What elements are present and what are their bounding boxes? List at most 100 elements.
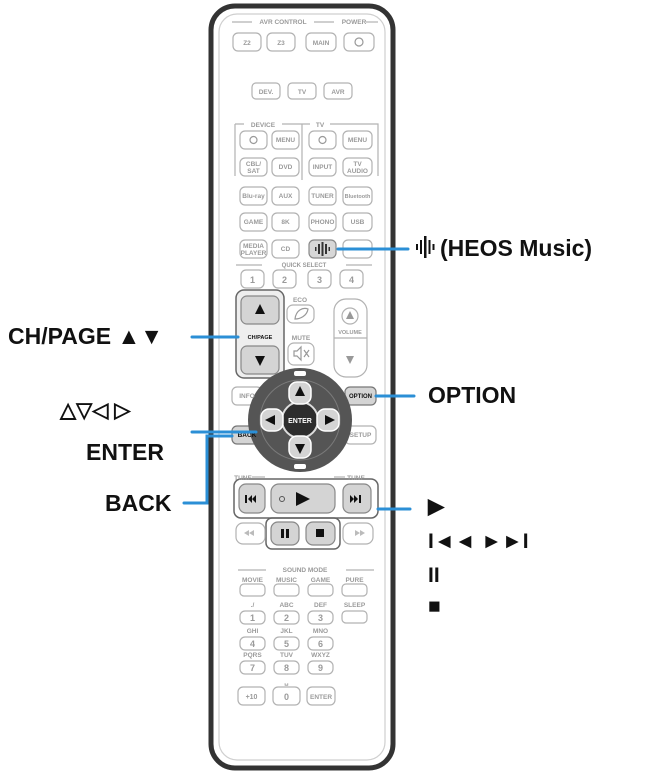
letters-0-label: ␣ bbox=[284, 679, 289, 686]
number-1-button[interactable] bbox=[239, 610, 266, 625]
dev-mode-button[interactable] bbox=[251, 82, 281, 100]
number-9-button[interactable] bbox=[307, 660, 334, 675]
sleep-label: SLEEP bbox=[344, 602, 366, 609]
quick-select-2-button[interactable] bbox=[272, 269, 297, 289]
quick-select-4-button[interactable] bbox=[339, 269, 364, 289]
game-mode-button[interactable] bbox=[307, 583, 334, 597]
pure-button[interactable] bbox=[341, 583, 368, 597]
power-button[interactable] bbox=[343, 32, 375, 52]
game-label: GAME bbox=[244, 219, 264, 226]
8k-button[interactable] bbox=[271, 212, 300, 232]
dvd-label: DVD bbox=[279, 164, 293, 171]
dev-label: DEV. bbox=[259, 89, 274, 96]
menu-label: MENU bbox=[276, 137, 295, 144]
avr-label: AVR bbox=[331, 89, 345, 96]
main-label: MAIN bbox=[313, 40, 330, 47]
menu-button[interactable] bbox=[271, 130, 300, 150]
callout-skip: I◄◄ ►►I bbox=[428, 530, 529, 553]
number-6-button[interactable] bbox=[307, 636, 334, 651]
bluetooth-button[interactable] bbox=[342, 186, 373, 206]
quick-select-3-button[interactable] bbox=[307, 269, 332, 289]
dvd-button[interactable] bbox=[271, 157, 300, 177]
cbl-sat-button[interactable] bbox=[239, 157, 268, 177]
pure-label: PURE bbox=[345, 577, 364, 584]
power-icon bbox=[354, 37, 364, 47]
tv-audio-button[interactable] bbox=[342, 157, 373, 177]
ch-up-arrow bbox=[255, 304, 265, 314]
power-label: POWER bbox=[342, 19, 367, 26]
back-callout-line bbox=[182, 434, 234, 505]
setup-label: SETUP bbox=[350, 432, 372, 439]
plus10-button[interactable] bbox=[237, 686, 266, 706]
pause-button[interactable] bbox=[270, 521, 300, 546]
letters-8-label: TUV bbox=[280, 652, 294, 659]
back-label: BACK bbox=[238, 432, 257, 439]
number-8-button[interactable] bbox=[273, 660, 300, 675]
letters-3-label: DEF bbox=[314, 602, 327, 609]
tv-menu-label: MENU bbox=[348, 137, 367, 144]
number-2-label: 2 bbox=[284, 613, 289, 623]
dpad-down-arrow bbox=[295, 444, 305, 454]
enter-label: ENTER bbox=[288, 418, 312, 425]
stop-key-icon bbox=[316, 529, 324, 537]
ch-down-arrow bbox=[255, 356, 265, 366]
tv-menu-button[interactable] bbox=[342, 130, 373, 150]
avr-mode-button[interactable] bbox=[323, 82, 353, 100]
game-button[interactable] bbox=[239, 212, 268, 232]
number-3-button[interactable] bbox=[307, 610, 334, 625]
tuner-button[interactable] bbox=[308, 186, 337, 206]
eco-button[interactable] bbox=[286, 304, 315, 324]
music-label: MUSIC bbox=[276, 577, 297, 584]
letters-2-label: ABC bbox=[279, 602, 293, 609]
input-button[interactable] bbox=[308, 157, 337, 177]
phono-label: PHONO bbox=[311, 219, 335, 226]
music-button[interactable] bbox=[273, 583, 300, 597]
sleep-button[interactable] bbox=[341, 610, 368, 624]
tv-power-button[interactable] bbox=[308, 130, 337, 150]
input-label: INPUT bbox=[313, 164, 333, 171]
number-4-button[interactable] bbox=[239, 636, 266, 651]
tv-audio-label-1: TV bbox=[353, 161, 362, 168]
quick-select-3-label: 3 bbox=[317, 275, 322, 285]
aux-button[interactable] bbox=[271, 186, 300, 206]
sound-mode-label: SOUND MODE bbox=[283, 567, 328, 574]
tv-mode-label: TV bbox=[298, 89, 307, 96]
movie-button[interactable] bbox=[239, 583, 266, 597]
callout-enter: ENTER bbox=[86, 439, 164, 465]
usb-button[interactable] bbox=[342, 212, 373, 232]
media-player-label-2: PLAYER bbox=[241, 250, 267, 257]
device-power-button[interactable] bbox=[239, 130, 268, 150]
quick-select-1-label: 1 bbox=[250, 275, 255, 285]
z2-button[interactable] bbox=[232, 32, 262, 52]
number-9-label: 9 bbox=[318, 663, 323, 673]
device-label: DEVICE bbox=[251, 122, 276, 129]
number-0-button[interactable] bbox=[272, 686, 301, 706]
letters-7-label: PQRS bbox=[243, 652, 262, 659]
next-key-icon bbox=[350, 495, 361, 503]
quick-select-1-button[interactable] bbox=[240, 269, 265, 289]
tv-mode-button[interactable] bbox=[287, 82, 317, 100]
plus10-label: +10 bbox=[246, 694, 258, 701]
number-5-button[interactable] bbox=[273, 636, 300, 651]
tv-frame bbox=[301, 123, 379, 180]
rewind-key-icon bbox=[244, 530, 254, 536]
phono-button[interactable] bbox=[308, 212, 337, 232]
movie-label: MOVIE bbox=[242, 577, 264, 584]
volume-down-arrow bbox=[346, 356, 354, 364]
cd-button[interactable] bbox=[271, 239, 300, 259]
dpad[interactable] bbox=[248, 368, 352, 472]
main-button[interactable] bbox=[305, 32, 337, 52]
tv-audio-label-2: AUDIO bbox=[347, 168, 368, 175]
enter-num-button[interactable] bbox=[306, 686, 336, 706]
media-player-button[interactable] bbox=[239, 239, 268, 259]
z3-button[interactable] bbox=[266, 32, 296, 52]
quick-select-label: QUICK SELECT bbox=[282, 263, 327, 269]
bluray-button[interactable] bbox=[239, 186, 268, 206]
game-mode-label: GAME bbox=[311, 577, 331, 584]
callout-stop: ■ bbox=[428, 595, 441, 618]
number-2-button[interactable] bbox=[273, 610, 300, 625]
number-7-button[interactable] bbox=[239, 660, 266, 675]
number-7-label: 7 bbox=[250, 663, 255, 673]
callout-heos-music: (HEOS Music) bbox=[440, 235, 593, 261]
